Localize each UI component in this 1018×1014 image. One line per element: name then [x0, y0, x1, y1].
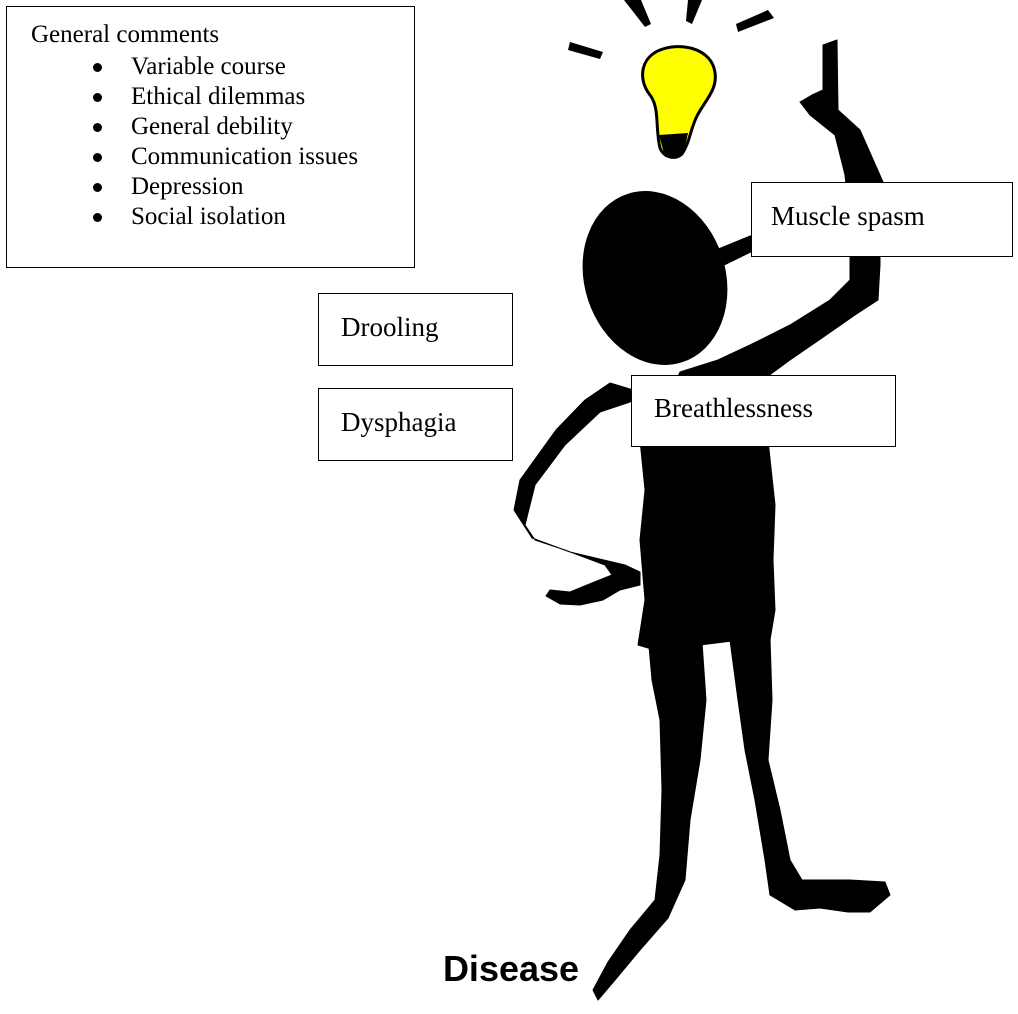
idea-ray [624, 0, 651, 27]
bullet-icon [93, 123, 102, 132]
bullet-icon [93, 63, 102, 72]
drooling-box: Drooling [318, 293, 513, 366]
idea-ray [568, 42, 603, 59]
general-comments-list: Variable course Ethical dilemmas General… [31, 52, 414, 232]
drooling-label: Drooling [341, 312, 439, 342]
figure-left-arm [513, 382, 641, 606]
list-item: General debility [31, 112, 414, 142]
figure-head [582, 191, 728, 365]
dysphagia-label: Dysphagia [341, 407, 457, 437]
muscle-spasm-label: Muscle spasm [771, 201, 925, 231]
bullet-icon [93, 153, 102, 162]
general-comments-box: General comments Variable course Ethical… [6, 6, 415, 268]
list-item-text: Ethical dilemmas [131, 83, 306, 110]
muscle-spasm-box: Muscle spasm [751, 182, 1013, 257]
bullet-icon [93, 183, 102, 192]
idea-rays [568, 0, 774, 59]
list-item-text: Social isolation [131, 203, 286, 230]
list-item: Social isolation [31, 202, 414, 232]
list-item: Depression [31, 172, 414, 202]
lightbulb-icon [641, 45, 717, 159]
breathlessness-label: Breathlessness [654, 393, 813, 423]
idea-ray [736, 10, 774, 32]
figure-left-leg [592, 634, 707, 1001]
general-comments-title: General comments [31, 21, 220, 48]
list-item-text: Variable course [131, 53, 286, 80]
list-item-text: Communication issues [131, 143, 359, 170]
list-item: Communication issues [31, 142, 414, 172]
lightbulb-base [659, 133, 688, 157]
idea-ray [686, 0, 702, 24]
list-item-text: Depression [131, 173, 244, 200]
list-item: Ethical dilemmas [31, 82, 414, 112]
dysphagia-box: Dysphagia [318, 388, 513, 461]
disease-caption: Disease [442, 948, 580, 989]
bullet-icon [93, 213, 102, 222]
breathlessness-box: Breathlessness [631, 375, 896, 447]
stick-figure-icon [513, 39, 891, 1001]
list-item: Variable course [31, 52, 414, 82]
bullet-icon [93, 93, 102, 102]
lightbulb-glass [641, 45, 717, 159]
figure-right-leg [729, 637, 891, 913]
list-item-text: General debility [131, 113, 293, 140]
